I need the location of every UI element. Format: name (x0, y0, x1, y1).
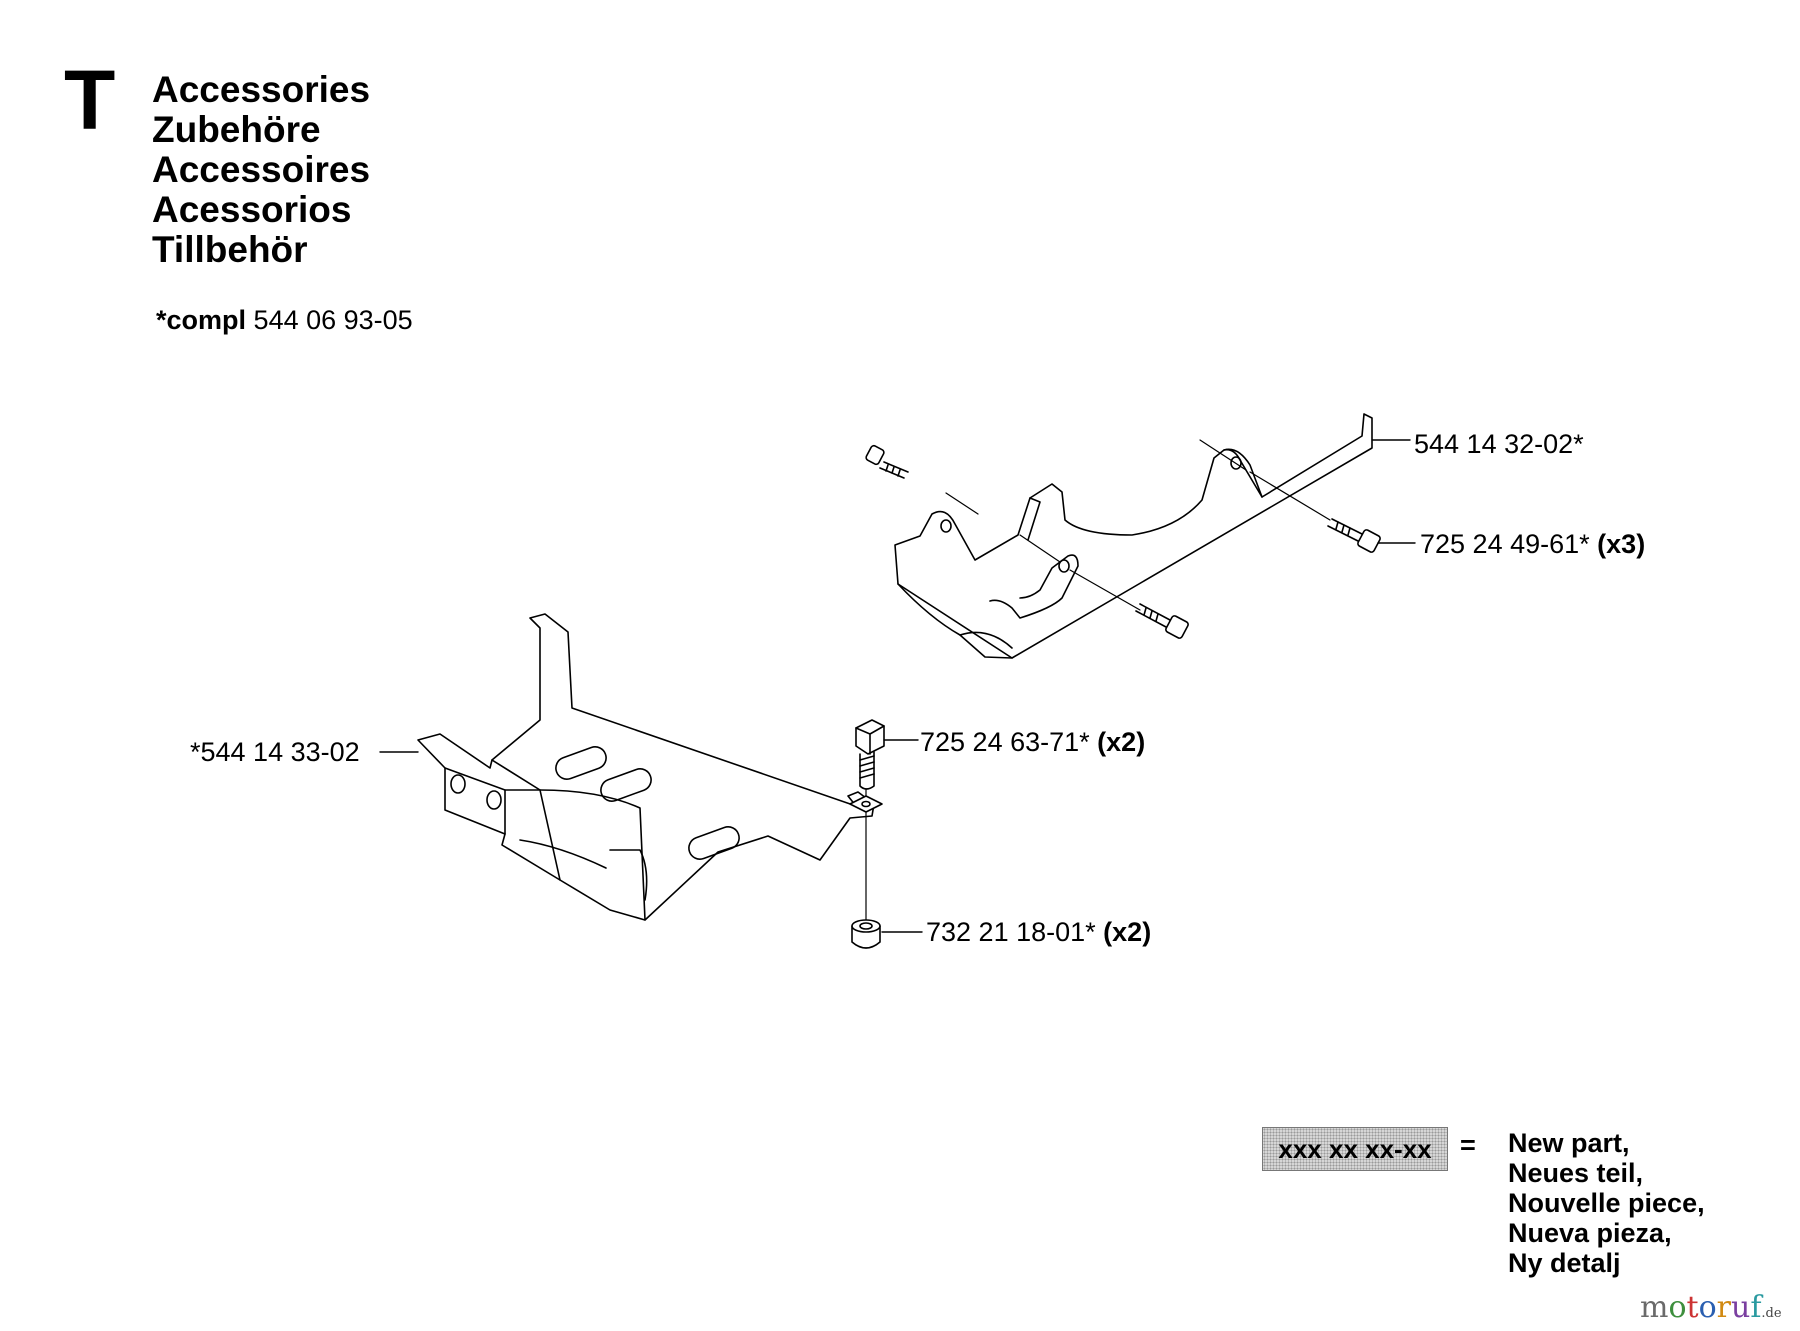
logo-letter: o (1668, 1290, 1687, 1325)
compl-prefix: *compl (156, 305, 247, 335)
new-part-legend: New part, Neues teil, Nouvelle piece, Nu… (1508, 1128, 1705, 1278)
callout-qty: (x3) (1597, 529, 1646, 559)
title-en: Accessories (152, 69, 371, 110)
motoruf-logo: motoruf.de (1640, 1290, 1782, 1325)
upper-bolt-left (865, 444, 909, 479)
legend-line-sv: Ny detalj (1508, 1248, 1621, 1278)
callout-nut: 732 21 18-01* (x2) (926, 916, 1151, 948)
logo-letter: u (1730, 1290, 1751, 1325)
legend-equals: = (1460, 1130, 1476, 1160)
callout-part: *544 14 33-02 (190, 737, 360, 767)
legend-line-en: New part, (1508, 1128, 1630, 1158)
title-es: Acessorios (152, 189, 352, 230)
washer (849, 795, 883, 813)
upper-bolt-bottom (1135, 603, 1189, 639)
page-title-block: Accessories Zubehöre Accessoires Acessor… (152, 70, 370, 270)
upper-bracket (894, 413, 1373, 659)
logo-letter: f (1750, 1290, 1762, 1325)
callout-bolt-x3: 725 24 49-61* (x3) (1420, 528, 1645, 560)
callout-part: 725 24 63-71* (920, 727, 1090, 757)
lock-nut (851, 919, 881, 949)
complete-kit-label: *compl 544 06 93-05 (156, 305, 413, 336)
title-sv: Tillbehör (152, 229, 308, 270)
compl-part-number: 544 06 93-05 (253, 305, 413, 335)
callout-part: 544 14 32-02* (1414, 429, 1584, 459)
upper-bolt-right (1327, 518, 1381, 553)
logo-letter: m (1640, 1290, 1669, 1325)
new-part-code-box: xxx xx xx-xx (1262, 1127, 1448, 1171)
section-letter: T (64, 53, 116, 147)
legend-line-de: Neues teil, (1508, 1158, 1644, 1188)
callout-qty: (x2) (1103, 917, 1152, 947)
vertical-bolt (855, 719, 885, 790)
callout-vertical-bolt: 725 24 63-71* (x2) (920, 726, 1145, 758)
legend-line-fr: Nouvelle piece, (1508, 1188, 1705, 1218)
logo-suffix: .de (1761, 1306, 1782, 1321)
logo-letter: r (1716, 1290, 1731, 1325)
legend-line-es: Nueva pieza, (1508, 1218, 1672, 1248)
logo-letter: o (1698, 1290, 1717, 1325)
logo-letter: t (1686, 1290, 1699, 1325)
title-fr: Accessoires (152, 149, 371, 190)
callout-qty: (x2) (1097, 727, 1146, 757)
title-de: Zubehöre (152, 109, 321, 150)
callout-lower-bracket: *544 14 33-02 (190, 736, 360, 768)
callout-upper-bracket: 544 14 32-02* (1414, 428, 1584, 460)
lower-bracket (417, 613, 875, 921)
callout-part: 732 21 18-01* (926, 917, 1096, 947)
callout-part: 725 24 49-61* (1420, 529, 1590, 559)
